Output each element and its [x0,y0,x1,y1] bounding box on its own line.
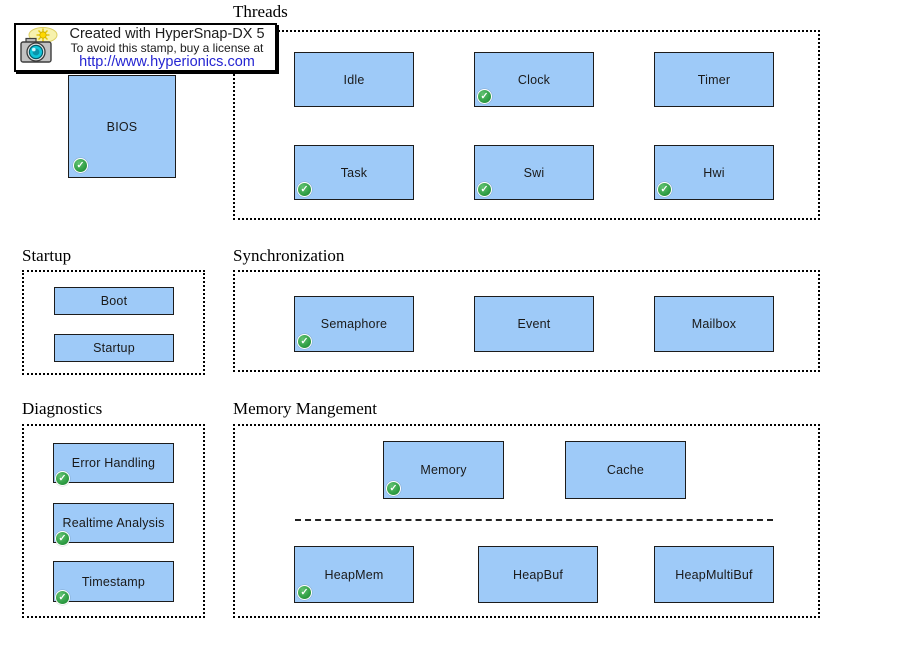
module-event[interactable]: Event [474,296,594,352]
camera-icon [19,26,59,68]
group-title-memory: Memory Mangement [233,399,377,418]
check-badge-icon [297,182,312,197]
check-badge-icon [477,182,492,197]
module-heapbuf-label: HeapBuf [512,567,564,582]
module-semaphore[interactable]: Semaphore [294,296,414,352]
check-badge-icon [477,89,492,104]
module-heapmem[interactable]: HeapMem [294,546,414,603]
group-frame-threads [233,30,820,220]
check-badge-icon [657,182,672,197]
group-title-startup: Startup [22,246,72,265]
module-error-handling-label: Error Handling [71,456,156,470]
watermark-url-link[interactable]: http://www.hyperionics.com [79,54,255,70]
module-idle[interactable]: Idle [294,52,414,107]
hypersnap-watermark: Created with HyperSnap-DX 5 To avoid thi… [14,23,277,72]
group-frame-diagnostics [22,424,205,618]
check-badge-icon [55,531,70,546]
check-badge-icon [297,585,312,600]
module-heapmultibuf-label: HeapMultiBuf [675,567,753,582]
watermark-line2: To avoid this stamp, buy a license at [70,41,264,55]
group-title-threads: Threads [233,2,288,21]
module-mailbox-label: Mailbox [691,317,737,331]
group-title-diagnostics: Diagnostics [22,399,103,418]
check-badge-icon [55,471,70,486]
group-frame-memory [233,424,820,618]
module-hwi[interactable]: Hwi [654,145,774,200]
module-idle-label: Idle [343,72,365,87]
module-heapmem-label: HeapMem [324,567,384,582]
module-heapbuf[interactable]: HeapBuf [478,546,598,603]
module-task-label: Task [340,165,368,180]
module-startup[interactable]: Startup [54,334,174,362]
module-memory-label: Memory [420,463,467,477]
module-swi[interactable]: Swi [474,145,594,200]
module-realtime-analysis-label: Realtime Analysis [62,516,165,530]
module-task[interactable]: Task [294,145,414,200]
module-error-handling[interactable]: Error Handling [53,443,174,486]
watermark-text: Created with HyperSnap-DX 5 To avoid thi… [59,26,275,70]
module-timestamp-label: Timestamp [81,574,146,589]
module-swi-label: Swi [523,165,545,180]
memory-heaps-divider [295,519,773,521]
check-badge-icon [386,481,401,496]
module-semaphore-label: Semaphore [320,317,388,331]
module-boot-label: Boot [100,294,128,308]
module-hwi-label: Hwi [703,165,725,180]
check-badge-icon [297,334,312,349]
group-frame-synchronization [233,270,820,372]
module-timestamp[interactable]: Timestamp [53,561,174,605]
check-badge-icon [55,590,70,605]
module-bios-label: BIOS [106,119,138,134]
module-bios[interactable]: BIOS [68,75,176,178]
module-event-label: Event [517,317,551,331]
module-memory[interactable]: Memory [383,441,504,499]
module-timer[interactable]: Timer [654,52,774,107]
module-cache-label: Cache [606,463,645,477]
module-clock[interactable]: Clock [474,52,594,107]
module-boot[interactable]: Boot [54,287,174,315]
module-heapmultibuf[interactable]: HeapMultiBuf [654,546,774,603]
watermark-line1: Created with HyperSnap-DX 5 [69,26,265,42]
module-realtime-analysis[interactable]: Realtime Analysis [53,503,174,546]
module-clock-label: Clock [517,72,551,87]
module-cache[interactable]: Cache [565,441,686,499]
module-startup-label: Startup [93,341,135,355]
module-mailbox[interactable]: Mailbox [654,296,774,352]
group-title-synchronization: Synchronization [233,246,345,265]
group-frame-startup [22,270,205,375]
check-badge-icon [73,158,88,173]
module-timer-label: Timer [697,72,731,87]
